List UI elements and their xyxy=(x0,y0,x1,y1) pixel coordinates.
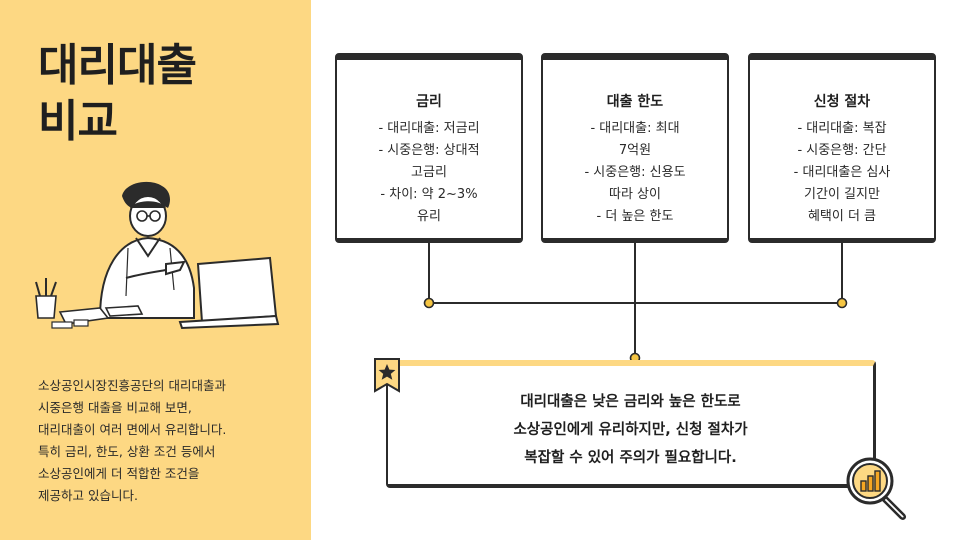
card-line: - 대리대출: 저금리 xyxy=(378,121,480,136)
title-line-2: 비교 xyxy=(38,96,118,147)
summary-line: 소상공인시장진흥공단의 대리대출과 xyxy=(38,378,226,393)
conclusion-line: 소상공인에게 유리하지만, 신청 절차가 xyxy=(513,422,748,438)
connector-node-left xyxy=(423,297,435,309)
card-title: 대출 한도 xyxy=(606,94,664,110)
magnifier-chart-icon xyxy=(846,457,907,520)
card-title: 신청 절차 xyxy=(813,94,871,110)
summary-line: 특히 금리, 한도, 상환 조건 등에서 xyxy=(38,444,216,459)
conclusion-text: 대리대출은 낮은 금리와 높은 한도로 소상공인에게 유리하지만, 신청 절차가… xyxy=(388,388,873,472)
card-line: 7억원 xyxy=(618,143,652,158)
left-panel: 대리대출 비교 소상공인시장진흥공단의 대리대출과 xyxy=(0,0,311,540)
card-line: - 대리대출: 최대 xyxy=(590,121,680,136)
card-line: 유리 xyxy=(417,209,441,224)
card-title: 금리 xyxy=(416,94,442,110)
title-line-1: 대리대출 xyxy=(38,40,197,91)
card-line: - 더 높은 한도 xyxy=(596,209,674,224)
summary-line: 제공하고 있습니다. xyxy=(38,488,138,503)
summary-line: 시중은행 대출을 비교해 보면, xyxy=(38,400,192,415)
card-line: - 대리대출은 심사 xyxy=(793,165,891,180)
card-line: - 시중은행: 상대적 xyxy=(378,143,480,158)
card-body: - 대리대출: 최대 7억원 - 시중은행: 신용도 따라 상이 - 더 높은 … xyxy=(543,118,727,228)
card-line: 따라 상이 xyxy=(609,187,661,202)
card-line: - 시중은행: 간단 xyxy=(797,143,887,158)
card-line: 혜택이 더 큼 xyxy=(807,209,877,224)
summary-text: 소상공인시장진흥공단의 대리대출과 시중은행 대출을 비교해 보면, 대리대출이… xyxy=(38,375,298,507)
card-loan-limit: 대출 한도 - 대리대출: 최대 7억원 - 시중은행: 신용도 따라 상이 -… xyxy=(541,53,729,243)
star-icon xyxy=(374,358,400,393)
card-line: 고금리 xyxy=(411,165,447,180)
summary-line: 대리대출이 여러 면에서 유리합니다. xyxy=(38,422,227,437)
conclusion-line: 복잡할 수 있어 주의가 필요합니다. xyxy=(524,450,737,466)
conclusion-box: 대리대출은 낮은 금리와 높은 한도로 소상공인에게 유리하지만, 신청 절차가… xyxy=(386,360,876,488)
card-interest-rate: 금리 - 대리대출: 저금리 - 시중은행: 상대적 고금리 - 차이: 약 2… xyxy=(335,53,523,243)
card-body: - 대리대출: 저금리 - 시중은행: 상대적 고금리 - 차이: 약 2~3%… xyxy=(337,118,521,228)
page-title: 대리대출 비교 xyxy=(38,38,298,150)
conclusion-line: 대리대출은 낮은 금리와 높은 한도로 xyxy=(520,394,741,410)
summary-line: 소상공인에게 더 적합한 조건을 xyxy=(38,466,200,481)
card-line: - 시중은행: 신용도 xyxy=(584,165,686,180)
card-body: - 대리대출: 복잡 - 시중은행: 간단 - 대리대출은 심사 기간이 길지만… xyxy=(750,118,934,228)
card-application-process: 신청 절차 - 대리대출: 복잡 - 시중은행: 간단 - 대리대출은 심사 기… xyxy=(748,53,936,243)
card-line: - 대리대출: 복잡 xyxy=(797,121,887,136)
card-line: 기간이 길지만 xyxy=(804,187,880,202)
connector-node-right xyxy=(836,297,848,309)
card-line: - 차이: 약 2~3% xyxy=(380,187,478,202)
person-at-laptop-illustration xyxy=(35,181,280,330)
